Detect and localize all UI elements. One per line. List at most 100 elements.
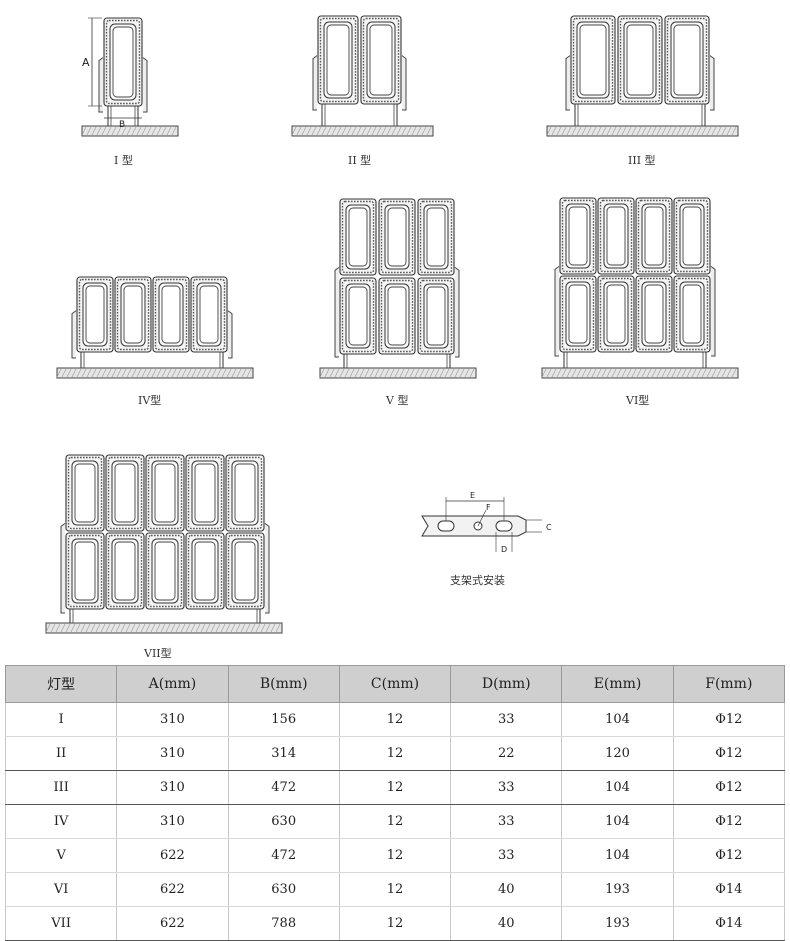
ground-hatch [396, 126, 402, 136]
cell: 104 [561, 770, 674, 805]
side-bracket [227, 310, 233, 359]
ground-hatch [606, 368, 612, 378]
lamp-module [673, 275, 711, 353]
ground-hatch [141, 368, 147, 378]
ground-hatch [126, 368, 132, 378]
module-bead-border [599, 199, 633, 273]
side-bracket [565, 55, 571, 111]
diagram-type-5 [319, 198, 477, 379]
lamp-module [417, 277, 455, 355]
module-lens [234, 541, 256, 601]
ground-hatch [255, 623, 261, 633]
cell: 156 [227, 702, 340, 737]
ground-hatch [636, 368, 642, 378]
ground-hatch [145, 623, 151, 633]
ground-hatch [631, 126, 637, 136]
ground-hatch [95, 623, 101, 633]
ground-hatch [404, 368, 410, 378]
ground-hatch [711, 126, 717, 136]
ground-hatch [215, 623, 221, 633]
ground-hatch [75, 623, 81, 633]
module-lens [606, 284, 626, 344]
ground-hatch [706, 126, 712, 136]
ground-hatch [601, 368, 607, 378]
side-bracket [71, 310, 77, 359]
ground-hatch [379, 368, 385, 378]
module-lens [74, 463, 96, 523]
ground-hatch [106, 126, 112, 136]
ground-hatch [346, 126, 352, 136]
ground-hatch [444, 368, 450, 378]
ground-hatch [81, 368, 87, 378]
ground-hatch [86, 126, 92, 136]
lamp-module [190, 276, 228, 353]
cell: 310 [116, 770, 229, 805]
ground-hatch [731, 126, 737, 136]
lamp-module [103, 17, 143, 107]
ground-hatch [115, 623, 121, 633]
ground-hatch [596, 368, 602, 378]
module-bead-border [362, 17, 400, 103]
lamp-module [225, 454, 265, 532]
caption-bracket-mount: 支架式安装 [450, 574, 505, 587]
dimension-label-d: D [501, 545, 507, 554]
ground-hatch [121, 126, 127, 136]
module-bead-border [116, 278, 150, 351]
ground-hatch [541, 368, 547, 378]
caption-type-5: V 型 [386, 394, 409, 407]
module-bead-border [561, 277, 595, 351]
lamp-module [339, 198, 377, 276]
ground-hatch [646, 126, 652, 136]
ground-hatch [246, 368, 252, 378]
ground-hatch [130, 623, 136, 633]
ground-hatch [686, 126, 692, 136]
module-bead-border [227, 534, 263, 608]
module-lens [606, 206, 626, 266]
cell: 104 [561, 838, 674, 873]
ground-hatch [381, 126, 387, 136]
ground-hatch [651, 126, 657, 136]
ground-hatch [726, 126, 732, 136]
ground-hatch [106, 368, 112, 378]
ground-hatch [135, 623, 141, 633]
module-bead-border [187, 456, 223, 530]
ground-hatch [571, 368, 577, 378]
ground-hatch [120, 623, 126, 633]
cell: 33 [450, 804, 563, 839]
ground-hatch [369, 368, 375, 378]
ground-hatch [631, 368, 637, 378]
ground-hatch [356, 126, 362, 136]
ground-hatch [591, 368, 597, 378]
module-lens [112, 26, 134, 98]
lamp-module [145, 532, 185, 610]
module-lens [579, 24, 607, 96]
ground-hatch [235, 623, 241, 633]
cell: 622 [116, 838, 229, 873]
cell: 33 [450, 838, 563, 873]
caption-type-3: III 型 [628, 154, 656, 167]
side-bracket [98, 57, 104, 113]
ground-hatch [221, 368, 227, 378]
cell: Φ12 [672, 770, 786, 805]
table-row: II 310 314 12 22 120 Φ12 [4, 736, 786, 771]
ground-hatch [711, 368, 717, 378]
slot-hole [495, 520, 513, 532]
cell: VII [4, 906, 118, 941]
ground-hatch [324, 368, 330, 378]
dimension-label-e: E [470, 491, 475, 500]
cell: 310 [116, 804, 229, 839]
module-lens [644, 206, 664, 266]
ground-base [45, 622, 283, 634]
ground-hatch [311, 126, 317, 136]
diagram-type-4 [56, 276, 254, 379]
ground-hatch [341, 126, 347, 136]
ground-hatch [696, 368, 702, 378]
ground-hatch [464, 368, 470, 378]
cell: 12 [338, 838, 452, 873]
ground-hatch [296, 126, 302, 136]
module-bead-border [380, 200, 414, 274]
ground-hatch [96, 126, 102, 136]
ground-hatch [151, 368, 157, 378]
lamp-module [673, 197, 711, 275]
ground-hatch [91, 126, 97, 136]
